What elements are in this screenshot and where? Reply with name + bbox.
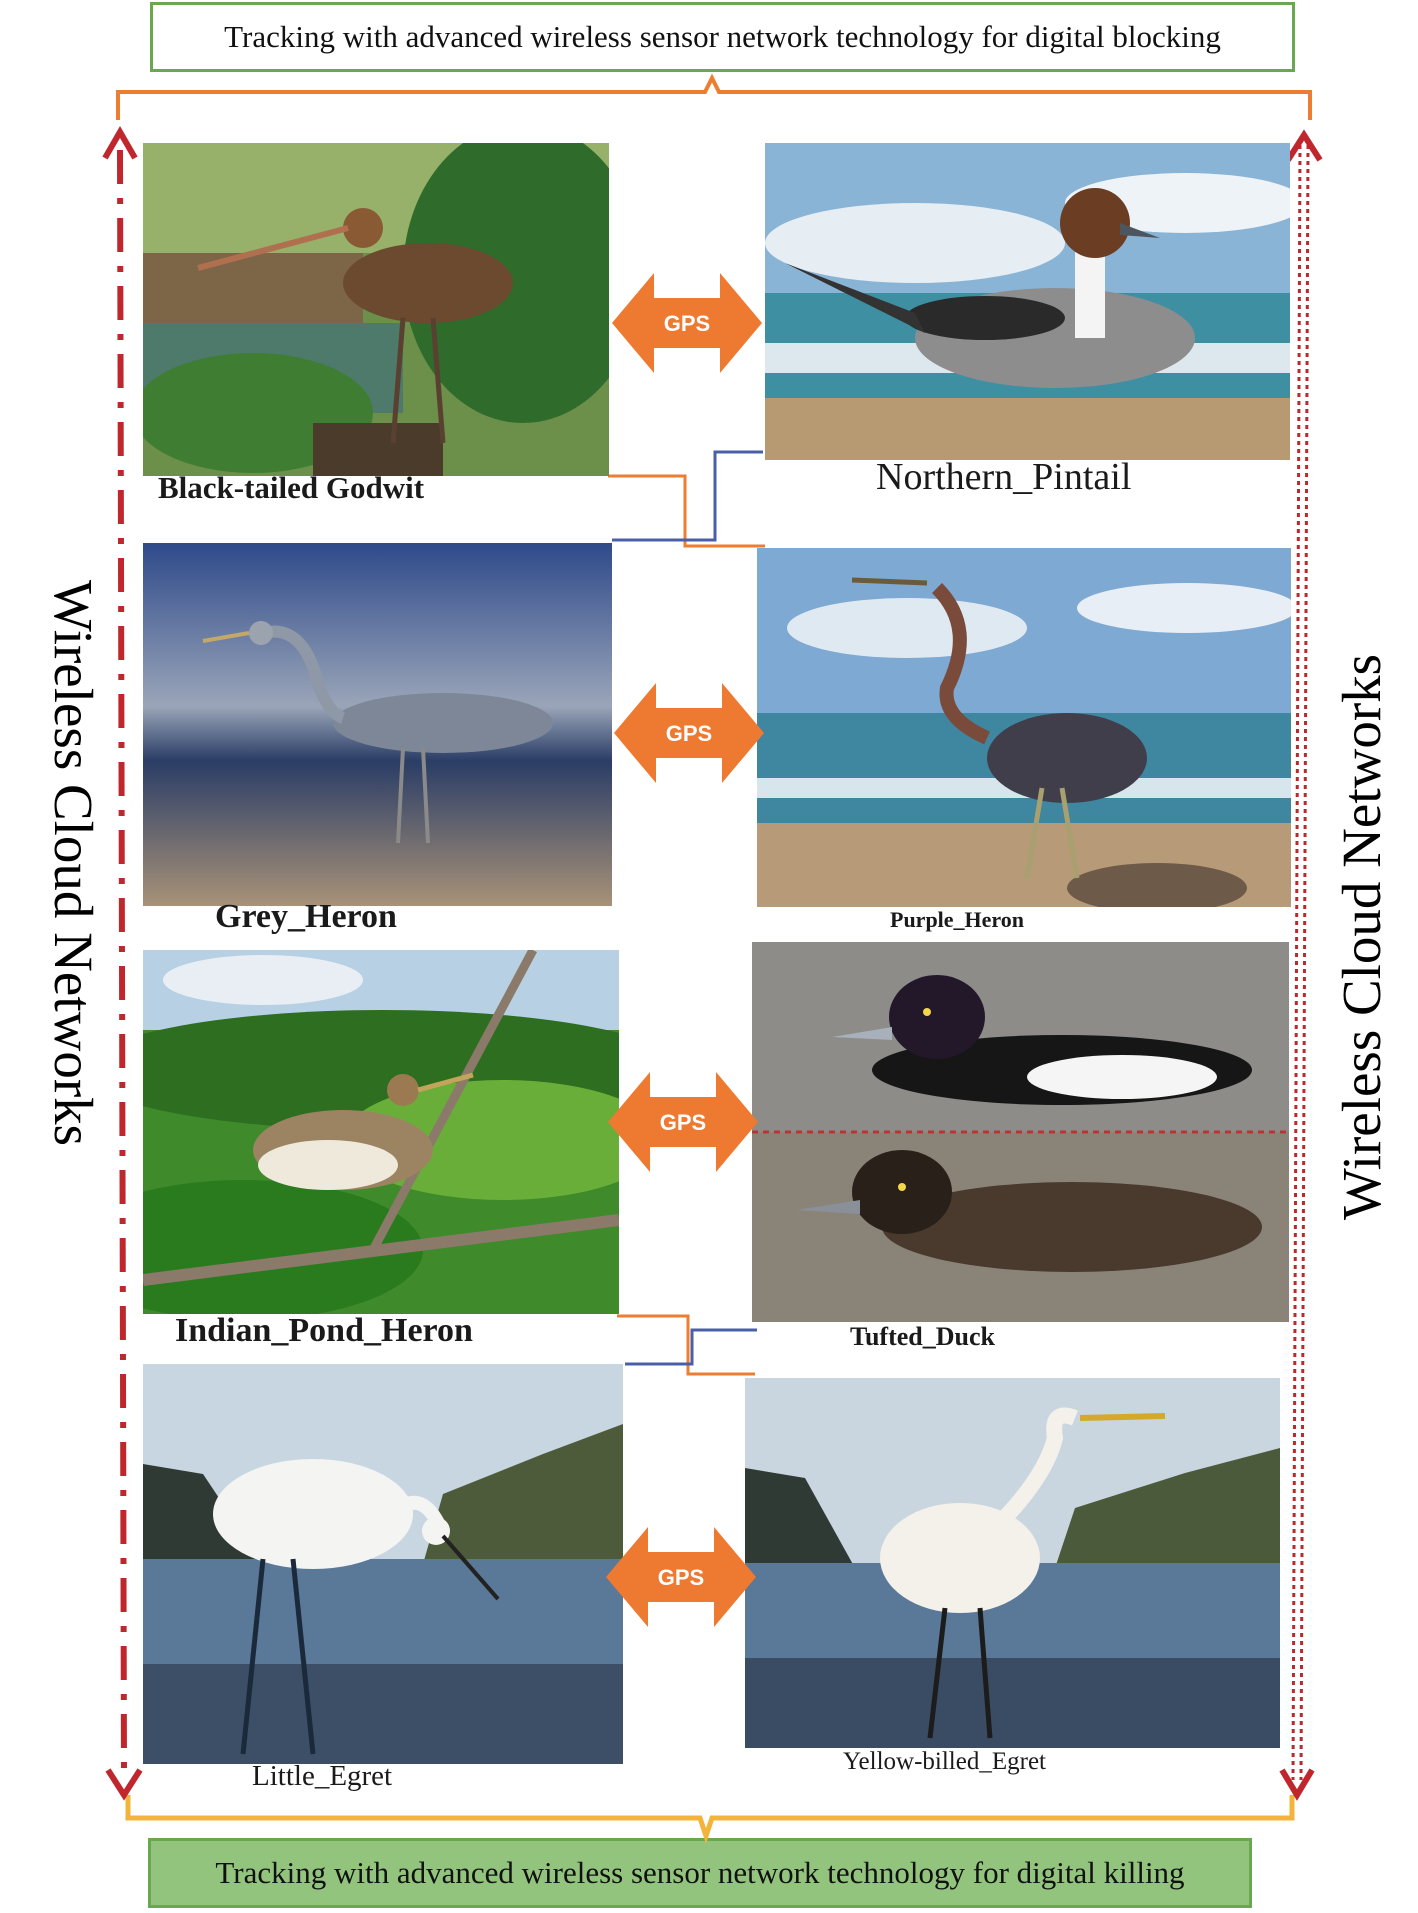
little-egret-label: Little_Egret bbox=[252, 1760, 393, 1792]
connector-blue-1 bbox=[612, 450, 763, 542]
top-caption-text: Tracking with advanced wireless sensor n… bbox=[224, 19, 1221, 54]
little-egret-photo bbox=[143, 1364, 623, 1764]
gps-arrow-row1: GPS bbox=[612, 273, 762, 373]
yellow-billed-egret-photo bbox=[745, 1378, 1280, 1748]
connector-orange-1 bbox=[608, 474, 765, 548]
bottom-caption-box: Tracking with advanced wireless sensor n… bbox=[148, 1838, 1252, 1908]
indian-pond-heron-photo bbox=[143, 950, 619, 1314]
bottom-bracket bbox=[125, 1795, 1295, 1844]
gps-arrow-row3: GPS bbox=[608, 1072, 758, 1172]
tufted-duck-label: Tufted_Duck bbox=[850, 1322, 995, 1351]
black-tailed-godwit-label: Black-tailed Godwit bbox=[158, 470, 425, 505]
northern-pintail-photo bbox=[765, 143, 1290, 460]
gps-label-row1: GPS bbox=[664, 311, 710, 336]
gps-label-row4: GPS bbox=[658, 1565, 704, 1590]
right-arrow-head-top bbox=[1285, 129, 1323, 162]
top-caption-box: Tracking with advanced wireless sensor n… bbox=[150, 2, 1295, 72]
gps-label-row3: GPS bbox=[660, 1110, 706, 1135]
left-vertical-arrow-line bbox=[117, 149, 127, 1776]
top-bracket bbox=[116, 73, 1312, 120]
black-tailed-godwit-photo bbox=[143, 143, 609, 476]
right-vertical-arrow-line-b bbox=[1299, 144, 1310, 1781]
left-arrow-head-top bbox=[102, 125, 138, 160]
right-arrow-head-bottom bbox=[1279, 1768, 1315, 1801]
right-vertical-arrow-line-a bbox=[1291, 144, 1302, 1781]
grey-heron-label: Grey_Heron bbox=[215, 898, 397, 935]
purple-heron-photo bbox=[757, 548, 1291, 907]
purple-heron-label: Purple_Heron bbox=[890, 907, 1025, 932]
gps-arrow-row4: GPS bbox=[606, 1527, 756, 1627]
grey-heron-photo bbox=[143, 543, 612, 906]
gps-arrow-row2: GPS bbox=[614, 683, 764, 783]
indian-pond-heron-label: Indian_Pond_Heron bbox=[175, 1312, 473, 1349]
connector-orange-2 bbox=[617, 1314, 755, 1376]
bottom-caption-text: Tracking with advanced wireless sensor n… bbox=[215, 1855, 1185, 1890]
gps-label-row2: GPS bbox=[666, 721, 712, 746]
connector-blue-2 bbox=[625, 1328, 757, 1366]
yellow-billed-egret-label: Yellow-billed_Egret bbox=[843, 1748, 1046, 1775]
northern-pintail-label: Northern_Pintail bbox=[876, 456, 1132, 498]
tufted-duck-photo bbox=[752, 942, 1289, 1322]
left-arrow-head-bottom bbox=[105, 1768, 143, 1801]
